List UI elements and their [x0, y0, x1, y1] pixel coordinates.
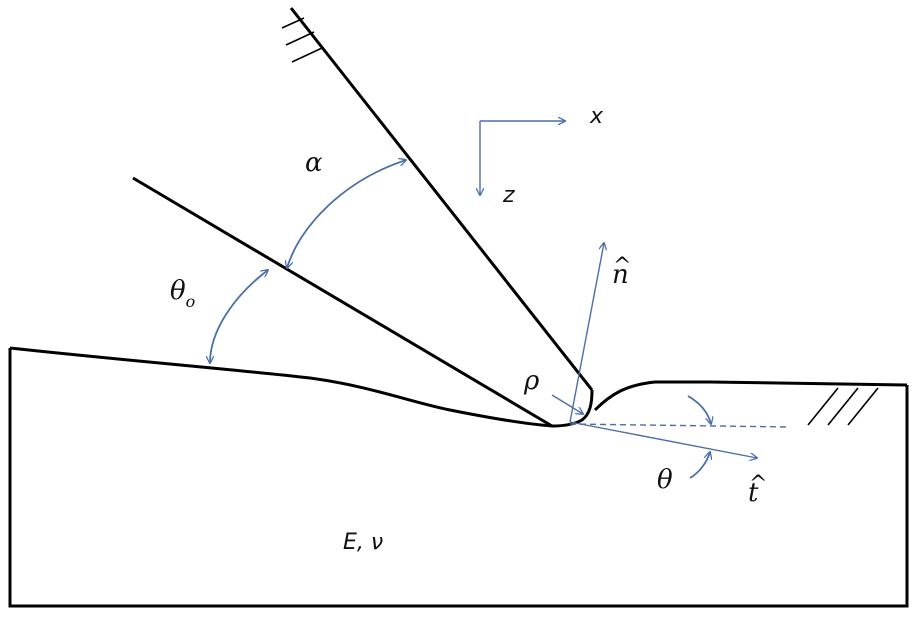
normal-hat-glyph: ^ — [613, 254, 632, 279]
wedge-tip — [551, 389, 594, 428]
tangent-hat-glyph: ^ — [749, 472, 768, 497]
wedge-hatch-marks — [281, 17, 323, 63]
unit-vectors — [551, 243, 791, 458]
theta-label: θ — [657, 465, 673, 495]
wedge-upper-face — [289, 7, 594, 391]
normal-symbol: n — [612, 260, 629, 290]
theta-o-symbol: θ — [170, 276, 186, 306]
theta-arc-lower — [689, 452, 710, 479]
alpha-arc — [287, 160, 406, 268]
rho-label: ρ — [524, 366, 540, 396]
tangent-vector-arrow — [569, 421, 757, 458]
material-properties-label: E, ν — [343, 530, 384, 555]
normal-vector-label: ^n — [612, 256, 631, 290]
theta-arc-upper — [687, 395, 711, 424]
wedge-lower-face — [132, 176, 553, 428]
substrate-outline — [8, 348, 909, 608]
tangent-symbol: t — [748, 478, 759, 508]
substrate-hatch-marks — [807, 387, 879, 426]
coordinate-axes — [480, 121, 565, 195]
theta-o-arc — [210, 270, 268, 363]
x-axis-label: x — [590, 104, 604, 129]
tangent-vector-label: ^t — [748, 474, 767, 508]
z-axis-label: z — [503, 183, 515, 208]
theta-o-subscript: o — [185, 292, 196, 311]
theta-o-label: θo — [170, 276, 195, 310]
horizontal-reference-line — [569, 423, 791, 428]
rho-pointer-arrow — [551, 394, 583, 414]
normal-vector-arrow — [569, 243, 604, 423]
substrate-surface-right — [593, 380, 908, 412]
substrate-surface-left — [9, 346, 553, 428]
alpha-label: α — [305, 148, 323, 178]
angle-arcs — [210, 160, 711, 479]
